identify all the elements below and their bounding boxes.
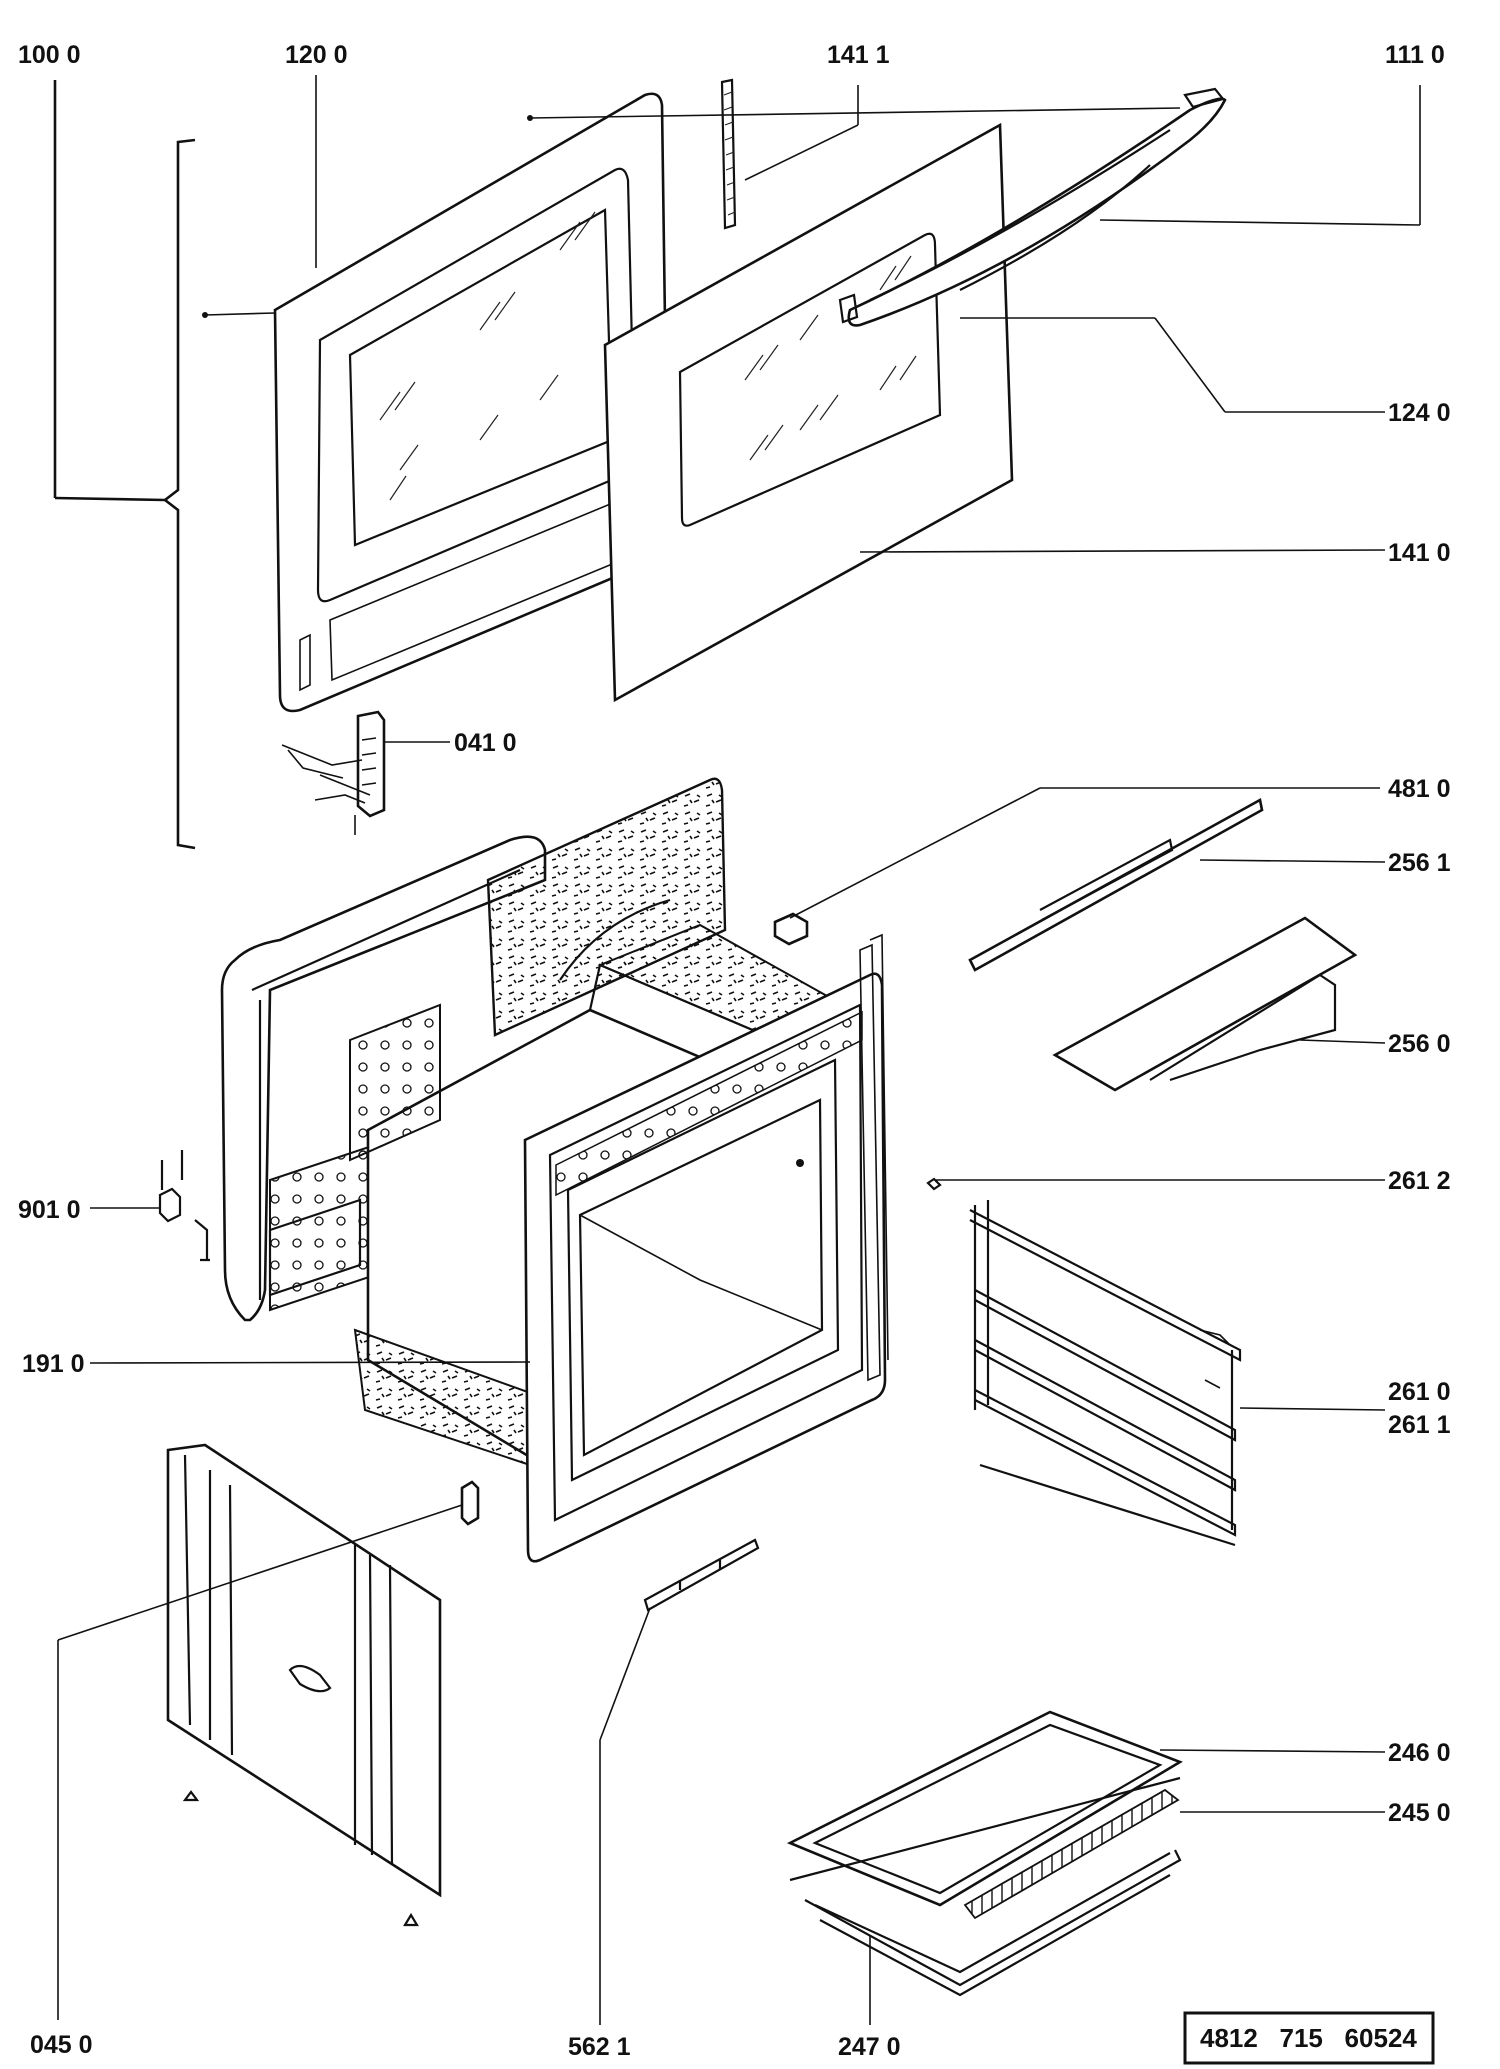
label-261-2: 261 2 — [1388, 1167, 1451, 1195]
label-245-0: 245 0 — [1388, 1799, 1451, 1827]
top-trim-rail — [968, 798, 1386, 972]
outer-glass-panel — [603, 122, 1014, 703]
leader-lines — [89, 75, 1421, 1813]
rear-back-panel — [57, 1443, 480, 2020]
door-assembly-bracket — [53, 80, 196, 850]
cable-clamp — [158, 1150, 210, 1262]
document-number: 4812 715 60524 — [1200, 2023, 1417, 2053]
label-120-0: 120 0 — [285, 41, 348, 69]
door-hinge — [281, 710, 386, 835]
lamp-holder — [773, 787, 1380, 946]
label-041-0: 041 0 — [454, 729, 517, 757]
label-191-0: 191 0 — [22, 1350, 85, 1378]
label-256-0: 256 0 — [1388, 1030, 1451, 1058]
label-111-0: 111 0 — [1385, 41, 1445, 69]
label-256-1: 256 1 — [1388, 849, 1451, 877]
label-141-1: 141 1 — [827, 41, 890, 69]
door-handle — [838, 87, 1227, 327]
grill-element-cover — [1052, 916, 1386, 1092]
label-247-0: 247 0 — [838, 2033, 901, 2061]
rear-insulation-panel — [486, 777, 727, 1037]
oven-front-frame — [523, 933, 889, 1563]
label-562-1: 562 1 — [568, 2033, 631, 2061]
door-seal-strip — [527, 78, 1181, 230]
label-045-0: 045 0 — [30, 2031, 93, 2059]
side-shelf-runners — [969, 1200, 1386, 1547]
label-141-0: 141 0 — [1388, 539, 1451, 567]
inner-door-frame — [202, 92, 670, 713]
shelf-screw — [926, 1177, 1385, 1191]
baking-trays — [786, 1710, 1183, 2025]
label-481-0: 481 0 — [1388, 775, 1451, 803]
shelf-support — [599, 1538, 760, 2025]
label-901-0: 901 0 — [18, 1196, 81, 1224]
label-261-0: 261 0 — [1388, 1378, 1451, 1406]
label-100-0: 100 0 — [18, 41, 81, 69]
document-number-box: 4812 715 60524 — [1183, 2011, 1435, 2065]
label-246-0: 246 0 — [1388, 1739, 1451, 1767]
oven-outer-casing — [220, 835, 547, 1322]
label-124-0: 124 0 — [1388, 399, 1451, 427]
label-261-1: 261 1 — [1388, 1411, 1451, 1439]
part-labels: 100 0 120 0 141 1 111 0 124 0 141 0 041 … — [18, 41, 1451, 2061]
